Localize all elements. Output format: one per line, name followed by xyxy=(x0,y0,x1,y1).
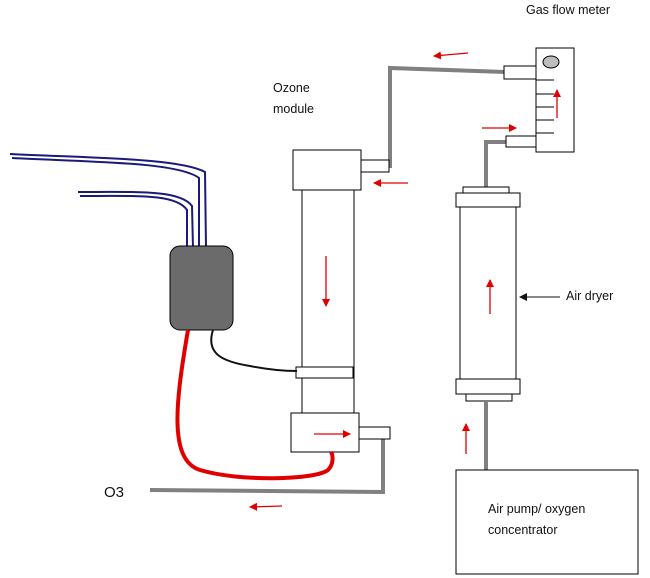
air-dryer xyxy=(455,186,560,402)
ozone-electrode-collar xyxy=(295,366,354,379)
dryer-bottom-cap-small xyxy=(465,393,513,402)
label-air-pump-line2: concentrator xyxy=(488,523,557,537)
dryer-tube xyxy=(459,206,517,380)
dryer-bottom-cap xyxy=(455,378,521,395)
air-pump-box xyxy=(455,469,639,575)
flow-meter-bottom-port xyxy=(505,135,537,148)
ozone-bottom-port xyxy=(358,426,391,440)
dryer-top-cap xyxy=(455,192,521,208)
ozone-tube xyxy=(301,189,355,416)
arrow-return-to-flowmeter xyxy=(433,51,469,60)
tube-ozone-to-flowmeter xyxy=(362,65,506,168)
power-supply-box xyxy=(169,245,234,331)
flow-meter-knob xyxy=(542,55,560,69)
ozone-module xyxy=(290,149,391,453)
power-supply xyxy=(9,153,335,481)
label-o3: O3 xyxy=(104,484,124,501)
flow-arrows xyxy=(249,51,517,511)
dryer-top-cap-small xyxy=(462,186,510,194)
label-ozone-module-line2: module xyxy=(273,102,314,116)
tube-flowmeter-to-dryer xyxy=(484,140,507,188)
flow-meter-scale xyxy=(536,79,554,134)
flow-meter-top-port xyxy=(503,65,537,80)
label-ozone-module-line1: Ozone xyxy=(273,81,310,95)
tube-ozone-outlet xyxy=(149,438,385,495)
gas-flow-meter xyxy=(503,47,575,153)
ozone-top-port xyxy=(360,159,390,173)
electrode-wires xyxy=(9,153,207,249)
ozone-top-chamber xyxy=(292,149,362,191)
label-gas-flow-meter: Gas flow meter xyxy=(526,3,610,17)
arrow-ozone-output xyxy=(249,502,283,511)
label-air-pump-line1: Air pump/ oxygen xyxy=(488,502,585,516)
signal-cable xyxy=(210,329,298,372)
label-air-dryer: Air dryer xyxy=(566,289,613,303)
hv-power-cable xyxy=(175,329,335,481)
ozone-bottom-chamber xyxy=(290,412,360,453)
